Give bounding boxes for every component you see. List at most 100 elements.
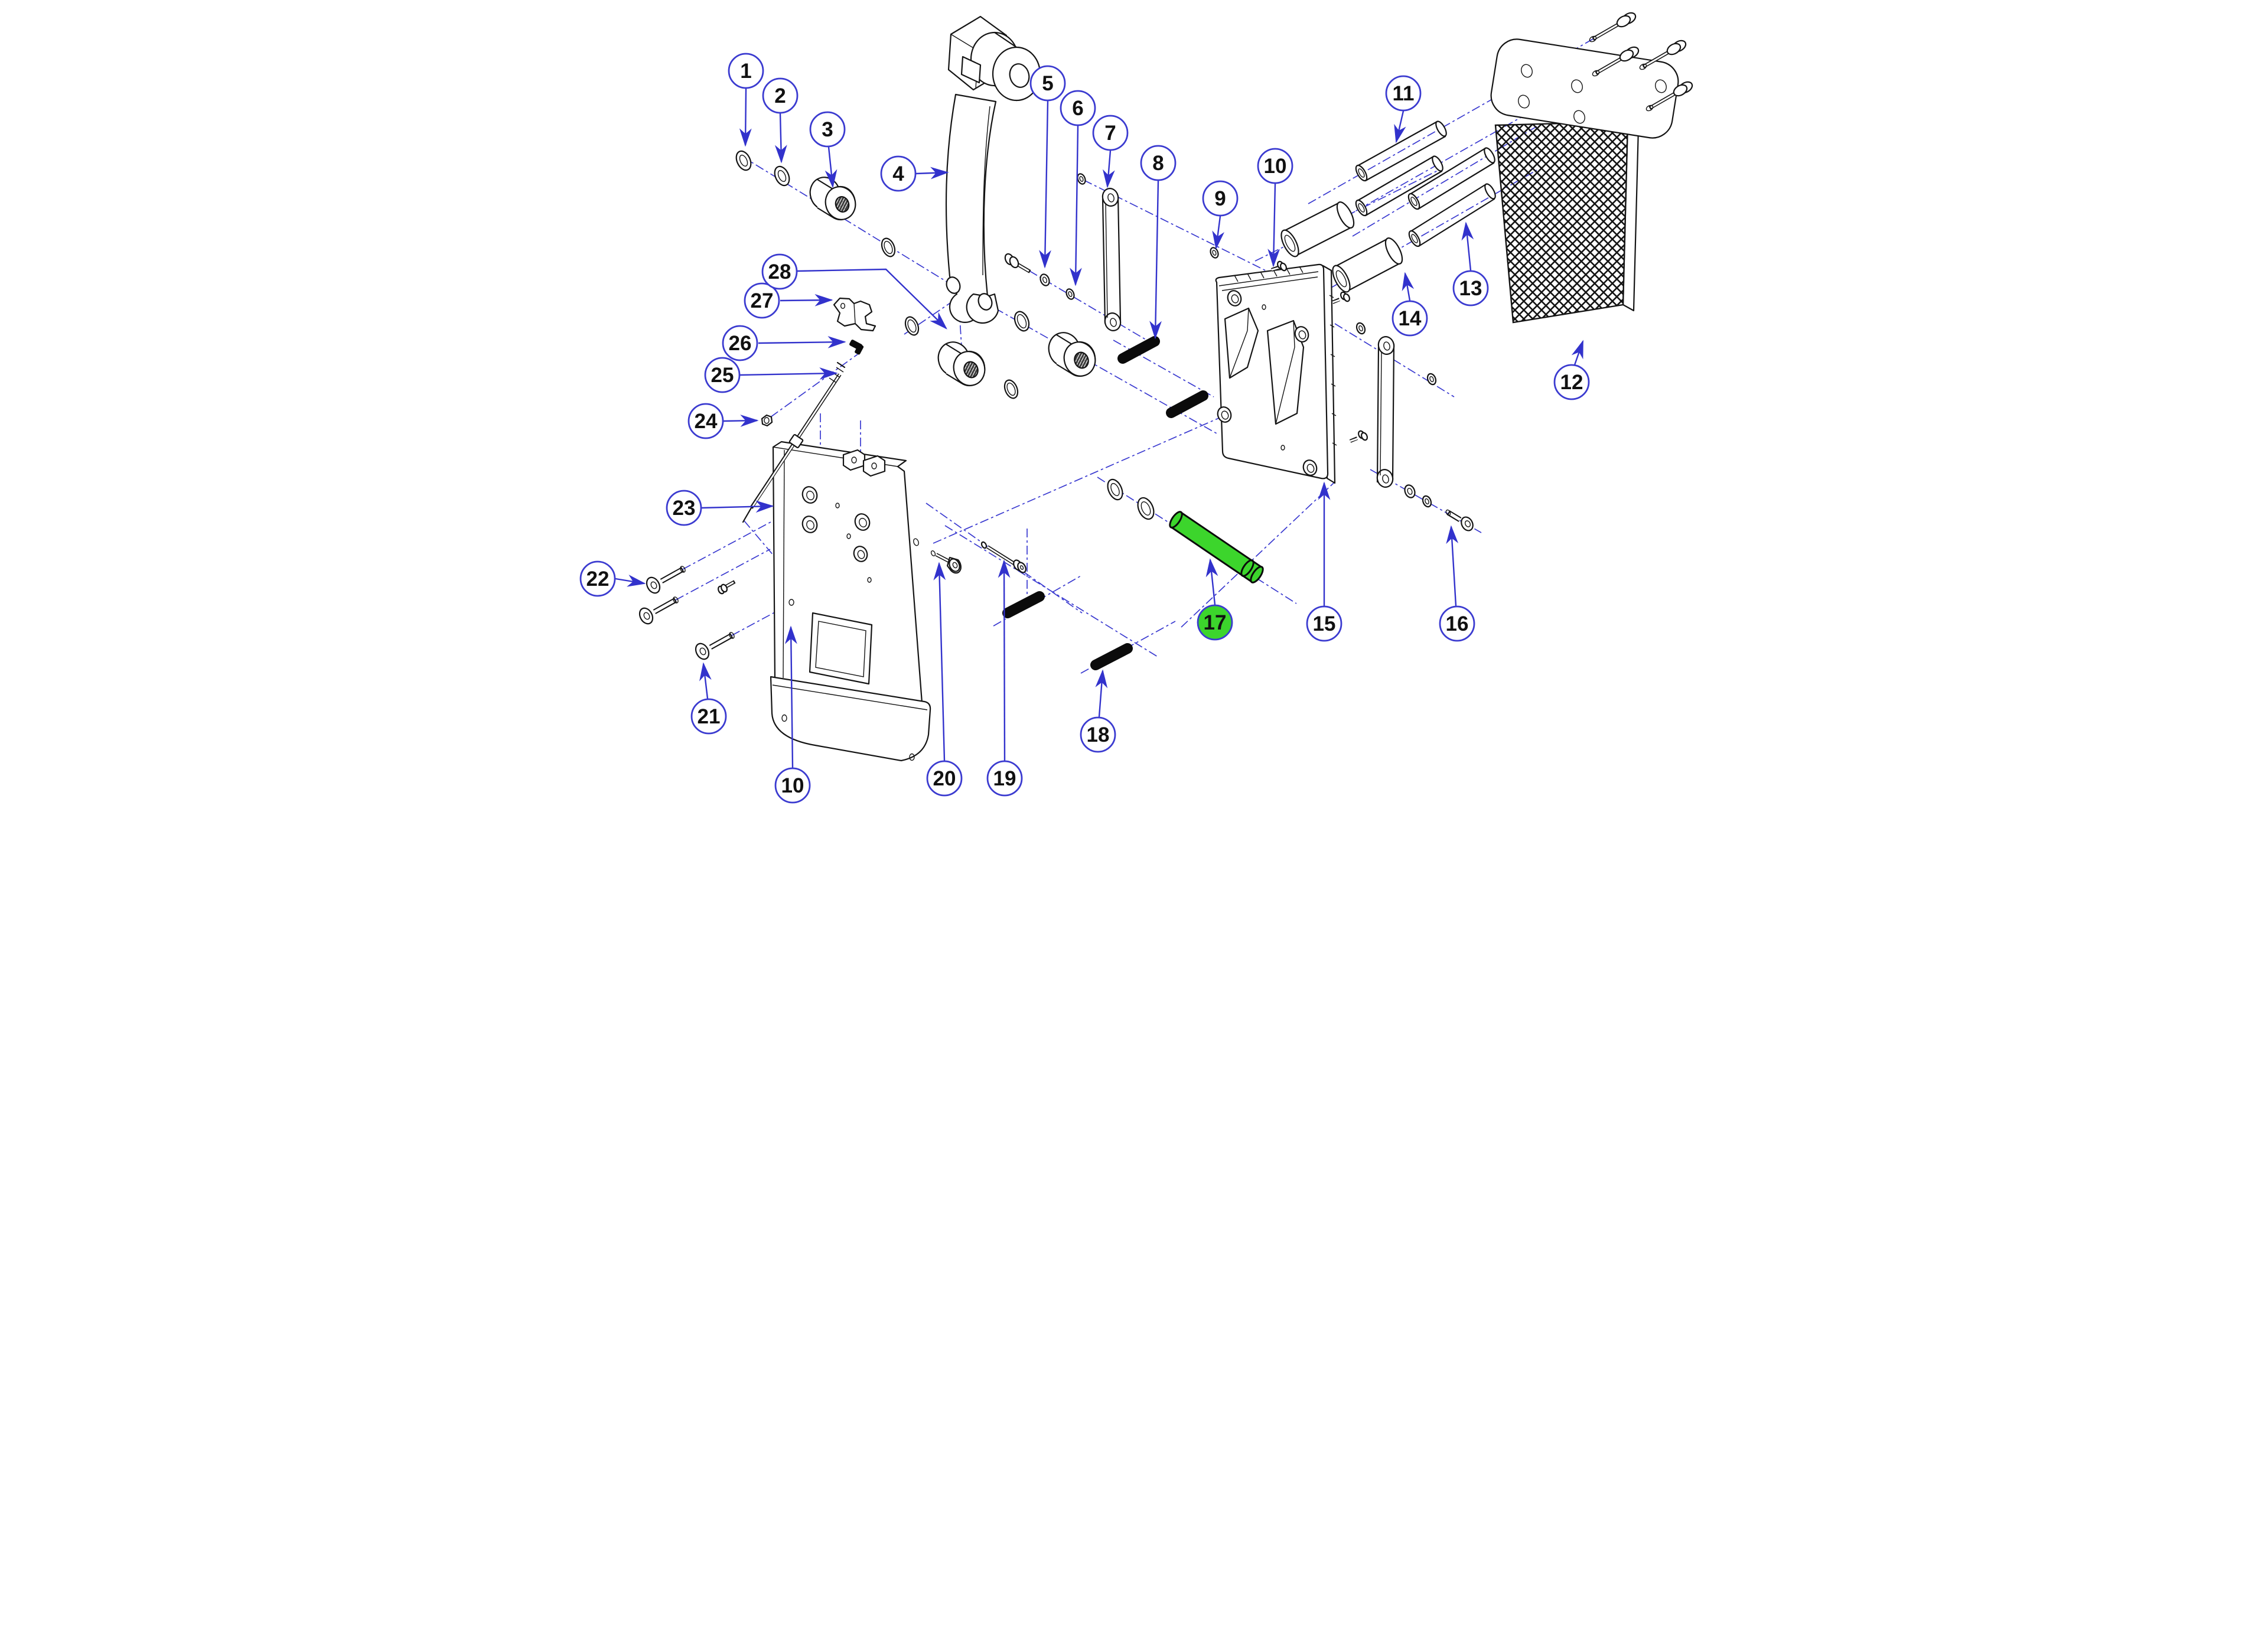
callout-circle[interactable] (1197, 604, 1233, 641)
callout-13[interactable]: 13 (1452, 221, 1489, 306)
callout-6[interactable]: 6 (1060, 90, 1096, 286)
callout-circle[interactable] (1080, 716, 1116, 753)
body-holes (788, 486, 919, 606)
callout-circle[interactable] (1202, 180, 1239, 217)
callout-28[interactable]: 28 (761, 253, 947, 330)
link-left (1102, 188, 1122, 331)
callout-circle[interactable] (880, 155, 917, 192)
callout-circle[interactable] (774, 767, 811, 804)
bearing (1048, 332, 1096, 377)
callout-2[interactable]: 2 (762, 77, 799, 164)
callout-circle[interactable] (666, 490, 702, 526)
roller-tube (1407, 147, 1495, 210)
flange-holes (1518, 64, 1667, 124)
callout-number: 10 (781, 774, 804, 797)
callout-5[interactable]: 5 (1029, 65, 1066, 269)
callout-circle[interactable] (809, 111, 846, 148)
callout-18[interactable]: 18 (1080, 669, 1116, 753)
leader-line (1070, 125, 1082, 286)
leader-line (615, 575, 646, 587)
roller-tube (1355, 120, 1447, 182)
flat-head-screw (1445, 509, 1474, 531)
callout-number: 23 (673, 497, 696, 520)
callout-15[interactable]: 15 (1306, 481, 1342, 642)
callout-12[interactable]: 12 (1553, 340, 1590, 400)
washer (1003, 379, 1019, 399)
leader-line (998, 559, 1011, 761)
callout-27[interactable]: 27 (744, 282, 833, 319)
callout-circle[interactable] (728, 53, 764, 89)
callout-circle[interactable] (704, 357, 741, 393)
callout-10[interactable]: 10 (1257, 148, 1293, 268)
callout-25[interactable]: 25 (704, 357, 838, 393)
latch-pawl (833, 297, 876, 332)
callout-1[interactable]: 1 (728, 53, 764, 147)
callout-16[interactable]: 16 (1439, 525, 1475, 642)
callout-9[interactable]: 9 (1202, 180, 1239, 250)
hinge-lug (842, 449, 866, 471)
callout-circle[interactable] (1306, 605, 1342, 642)
spacer-tube (1280, 201, 1355, 257)
callout-4[interactable]: 4 (880, 155, 949, 192)
pan-screw (1331, 291, 1351, 304)
callout-14[interactable]: 14 (1392, 272, 1428, 337)
callout-circle[interactable] (1439, 605, 1475, 642)
callout-3[interactable]: 3 (809, 111, 846, 188)
callout-circle[interactable] (579, 560, 616, 597)
callout-circle[interactable] (986, 760, 1023, 797)
callout-10[interactable]: 10 (774, 625, 811, 804)
callout-number: 14 (1399, 307, 1422, 330)
callout-19[interactable]: 19 (986, 559, 1023, 797)
callout-circle[interactable] (926, 760, 963, 797)
callout-circle[interactable] (1452, 270, 1489, 306)
callout-24[interactable]: 24 (687, 403, 759, 439)
callout-7[interactable]: 7 (1092, 115, 1129, 188)
flat-head-screw (638, 596, 679, 625)
springs (1002, 336, 1208, 670)
spacer-tube (1332, 237, 1403, 293)
callout-circle[interactable] (744, 282, 780, 319)
callout-circle[interactable] (762, 77, 799, 114)
callout-11[interactable]: 11 (1385, 75, 1422, 144)
callout-22[interactable]: 22 (579, 560, 646, 597)
callout-circle[interactable] (761, 253, 798, 290)
leader-line (1212, 216, 1224, 250)
callout-23[interactable]: 23 (666, 490, 774, 526)
green-pin-highlighted[interactable] (1168, 510, 1265, 585)
callout-number: 10 (1264, 155, 1287, 178)
screw (1589, 12, 1637, 43)
link-right (1376, 336, 1395, 488)
jaw-plate (1215, 263, 1337, 484)
callout-circle[interactable] (722, 325, 758, 361)
callout-circle[interactable] (1553, 364, 1590, 400)
leader-line (933, 562, 946, 761)
callout-17-highlighted[interactable]: 17 (1197, 558, 1233, 641)
callout-number: 22 (586, 568, 610, 591)
callout-number: 25 (711, 364, 734, 387)
spring (1002, 591, 1045, 618)
callout-number: 6 (1072, 97, 1083, 120)
callout-circle[interactable] (1392, 300, 1428, 337)
callout-circle[interactable] (1385, 75, 1422, 112)
callout-circle[interactable] (1140, 145, 1177, 181)
callout-21[interactable]: 21 (690, 662, 727, 735)
callout-20[interactable]: 20 (926, 562, 963, 797)
callout-number: 27 (751, 289, 774, 312)
flat-head-screw (646, 566, 686, 594)
callout-circle[interactable] (1060, 90, 1096, 126)
callout-8[interactable]: 8 (1140, 145, 1177, 340)
callout-circle[interactable] (1092, 115, 1129, 151)
needle-bearings (809, 177, 1096, 387)
leader-line (758, 335, 846, 348)
leader-line (699, 662, 712, 699)
callout-circle[interactable] (1257, 148, 1293, 184)
washer-small (1404, 484, 1416, 498)
pad-mounting-flange (1490, 38, 1679, 139)
callout-circle[interactable] (687, 403, 724, 439)
callout-circle[interactable] (690, 698, 727, 735)
callout-26[interactable]: 26 (722, 325, 846, 361)
washer (1014, 311, 1030, 332)
serration-ticks (1234, 266, 1337, 446)
callout-circle[interactable] (1029, 65, 1066, 102)
